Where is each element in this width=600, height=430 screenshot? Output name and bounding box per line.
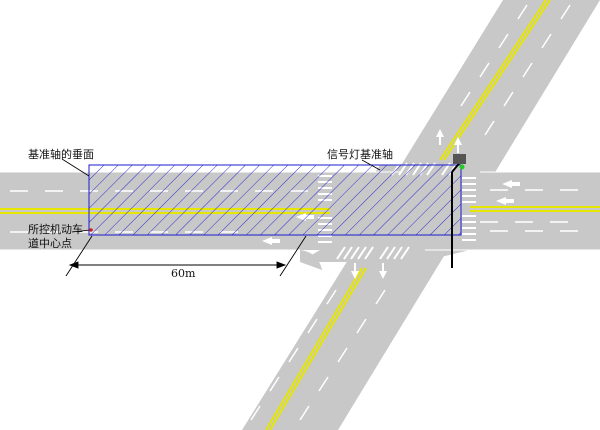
crosswalk-south (336, 246, 410, 260)
label-lane-center-2: 道中心点 (28, 236, 72, 250)
leader-perpendicular (61, 158, 90, 177)
traffic-signal-icon (451, 154, 466, 268)
label-lane-center-1: 所控机动车 (28, 222, 83, 236)
crosswalk-east (462, 177, 476, 241)
leader-signal-axis (361, 159, 381, 171)
center-line-diagonal (265, 0, 551, 430)
label-signal-axis: 信号灯基准轴 (327, 147, 393, 161)
lane-center-point (89, 228, 93, 232)
dimension-60m (65, 235, 307, 277)
corner-curve-sw (300, 250, 322, 270)
reference-zone (88, 164, 462, 236)
leader-lane-center (71, 229, 91, 233)
lane-dashes-diagonal (250, 4, 571, 421)
label-perpendicular: 基准轴的垂面 (28, 147, 94, 161)
lane-arrow-icon (262, 129, 520, 279)
label-distance: 60m (171, 267, 196, 280)
